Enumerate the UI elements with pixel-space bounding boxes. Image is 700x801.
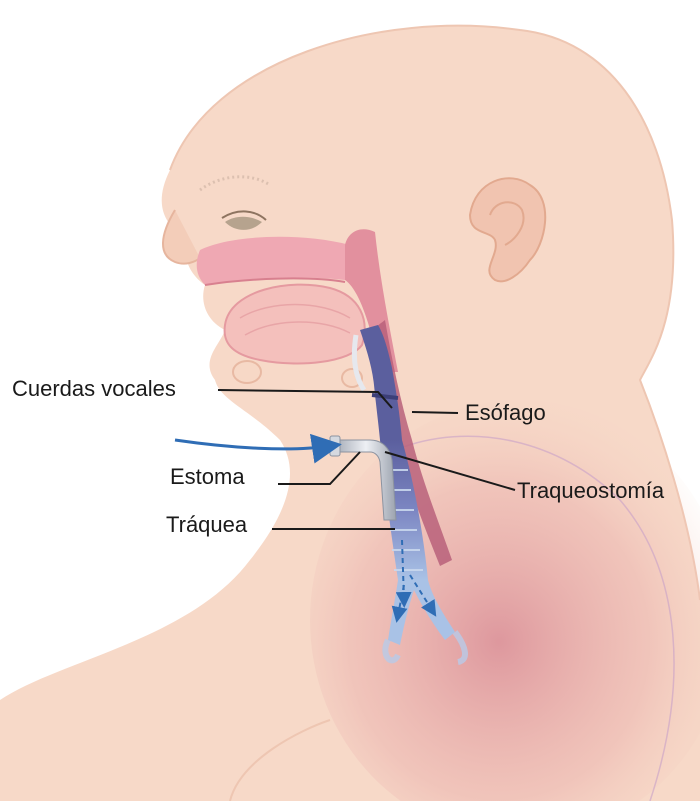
label-esophagus: Esófago — [465, 402, 546, 424]
head-and-body — [0, 26, 700, 801]
label-tracheostomy: Traqueostomía — [517, 480, 664, 502]
label-vocal-cords: Cuerdas vocales — [12, 378, 176, 400]
label-stoma: Estoma — [170, 466, 245, 488]
leader-esofago — [412, 412, 458, 413]
label-trachea: Tráquea — [166, 514, 247, 536]
